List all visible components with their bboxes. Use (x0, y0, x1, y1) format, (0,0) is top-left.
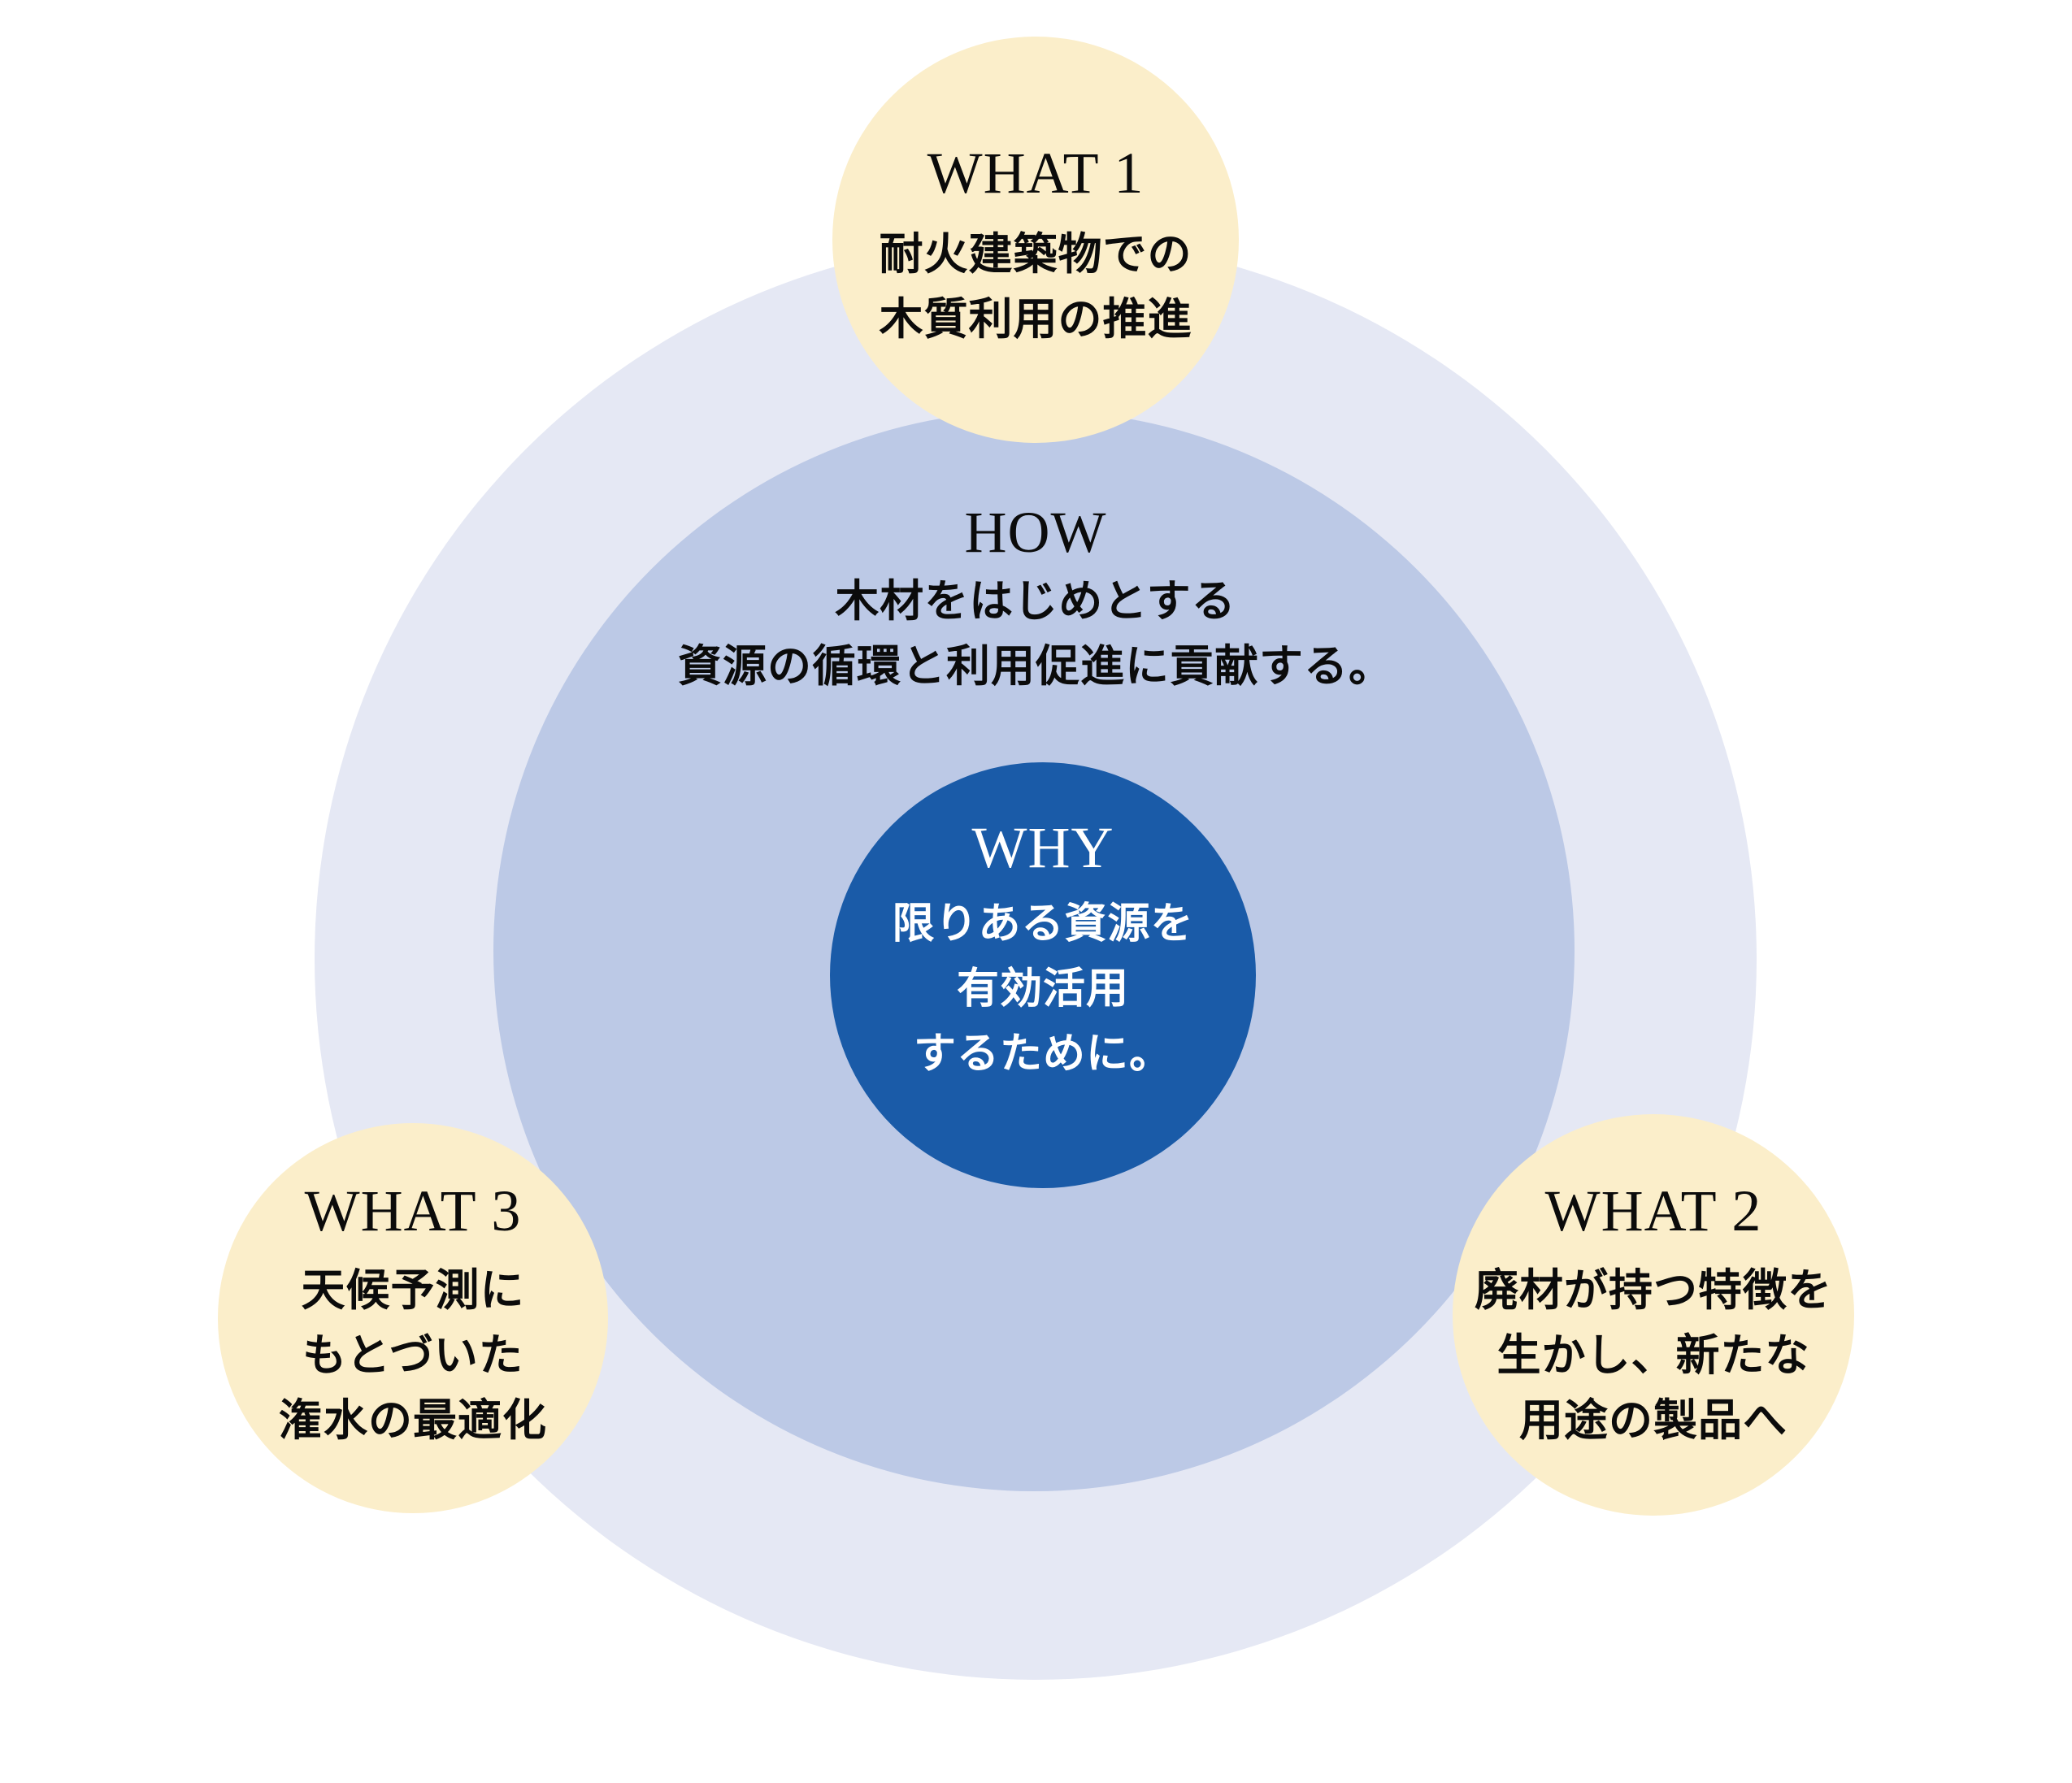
why-line: するために。 (913, 1030, 1172, 1078)
what2-text-block: WHAT 2 廃材が持つ特徴を 生かし、新たな 用途の製品へ (1410, 1178, 1897, 1453)
what3-text-block: WHAT 3 天候予測に もとづいた 潅水の最適化 (169, 1178, 657, 1453)
what3-circle (218, 1123, 608, 1513)
what1-line: 木質利用の推進 (879, 293, 1192, 345)
what2-circle (1453, 1114, 1854, 1516)
what3-title: WHAT 3 (304, 1178, 522, 1243)
what1-lines: 耐火建築物での 木質利用の推進 (792, 222, 1279, 352)
why-center-circle (830, 762, 1256, 1188)
how-title: HOW (964, 500, 1107, 565)
what1-title: WHAT 1 (927, 141, 1145, 206)
how-line: 木材をはじめとする (835, 575, 1236, 627)
how-lines: 木材をはじめとする 資源の循環と利用促進に貢献する。 (467, 569, 1605, 699)
why-line: 限りある資源を (892, 900, 1194, 948)
why-text-block: WHY 限りある資源を 有効活用 するために。 (840, 815, 1246, 1087)
why-title: WHY (971, 815, 1114, 880)
what2-line: 生かし、新たな (1496, 1330, 1810, 1381)
how-text-block: HOW 木材をはじめとする 資源の循環と利用促進に貢献する。 (467, 500, 1605, 699)
what2-line: 用途の製品へ (1519, 1395, 1787, 1446)
what1-circle (832, 37, 1239, 443)
what2-lines: 廃材が持つ特徴を 生かし、新たな 用途の製品へ (1410, 1258, 1897, 1453)
what3-line: 天候予測に (301, 1265, 525, 1316)
what2-title: WHAT 2 (1544, 1178, 1762, 1243)
why-lines: 限りある資源を 有効活用 するために。 (840, 892, 1246, 1087)
what1-line: 耐火建築物での (879, 228, 1192, 280)
what3-lines: 天候予測に もとづいた 潅水の最適化 (169, 1258, 657, 1453)
how-line: 資源の循環と利用促進に貢献する。 (678, 640, 1393, 692)
what2-line: 廃材が持つ特徴を (1475, 1265, 1832, 1316)
what3-line: もとづいた (302, 1330, 523, 1381)
what1-text-block: WHAT 1 耐火建築物での 木質利用の推進 (792, 141, 1279, 352)
what3-line: 潅水の最適化 (279, 1395, 547, 1446)
why-line: 有効活用 (956, 965, 1129, 1013)
